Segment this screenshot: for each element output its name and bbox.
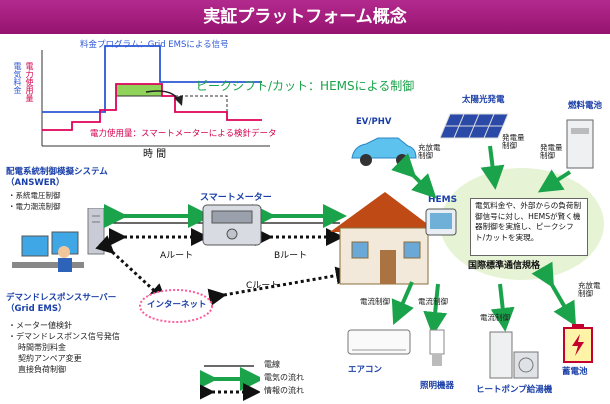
ev-car-icon	[351, 137, 417, 166]
graph-usage-legend: 電力使用量：スマートメーターによる検針データ	[90, 129, 277, 139]
graph-y-label-usage: 電力使用量	[25, 62, 34, 102]
shift-arrowhead	[174, 95, 183, 106]
price-line	[42, 45, 262, 113]
graph-x-label: 時 間	[143, 149, 167, 160]
smart-meter-label: スマートメーター	[200, 193, 272, 203]
grid-ems-title: デマンドレスポンスサーバー	[6, 293, 117, 303]
internet-label: インターネット	[147, 300, 207, 310]
hems-label: HEMS	[428, 195, 458, 205]
house-roof-icon	[330, 192, 438, 232]
internet-cloud-icon	[139, 289, 213, 323]
lighting-label: 照明機器	[420, 381, 455, 391]
price-usage-graph	[41, 45, 270, 147]
battery-label: 蓄電池	[562, 367, 588, 377]
light-bulb-icon	[429, 329, 445, 366]
battery-icon	[563, 324, 593, 363]
battery-control-label: 充放電制御	[578, 281, 601, 299]
route-b-label: Bルート	[274, 251, 308, 261]
graph-y-label-price: 電気料金	[13, 62, 22, 94]
aircon-control-label: 電流制御	[360, 297, 390, 306]
solar-panel-icon	[440, 113, 509, 139]
legend-information-label: 情報の流れ	[264, 386, 304, 395]
ev-label: EV/PHV	[356, 117, 392, 127]
answer-item-flow: ・電力潮流制御	[8, 202, 61, 211]
grid-ems-sub-tou: 時間帯別料金	[18, 343, 66, 352]
heatpump-label: ヒートポンプ給湯機	[476, 385, 553, 395]
standard-label: 国際標準通信規格	[468, 261, 541, 271]
route-c-label: Cルート	[246, 281, 280, 291]
graph-price-legend: 料金プログラム：Grid EMSによる信号	[80, 40, 229, 50]
route-a-label: Aルート	[160, 251, 194, 261]
legend-wire-label: 電線	[264, 360, 280, 369]
legend-electricity-label: 電気の流れ	[264, 373, 304, 382]
grid-ems-item-meter: ・メーター値検針	[8, 321, 72, 330]
grid-ems-subtitle: （Grid EMS）	[6, 304, 67, 314]
solar-control-label: 発電量制御	[502, 133, 525, 151]
heatpump-control-label: 電流制御	[480, 313, 510, 322]
lighting-control-label: 電流制御	[418, 297, 448, 306]
page-title: 実証プラットフォーム概念	[0, 0, 610, 34]
aircon-label: エアコン	[348, 365, 383, 375]
fuel-cell-label: 燃料電池	[568, 101, 603, 111]
hems-description: 電気料金や、外部からの負荷制御信号に対し、HEMSが賢く機器制御を実施し、ピーク…	[470, 198, 588, 256]
solar-label: 太陽光発電	[462, 95, 505, 105]
answer-item-voltage: ・系統電圧制御	[8, 191, 61, 200]
grid-ems-item-dr: ・デマンドレスポンス信号発信	[8, 332, 120, 341]
hems-device-icon	[425, 208, 457, 236]
heat-pump-icon	[489, 331, 539, 379]
legend-swatches	[200, 365, 260, 401]
fuel-control-label: 発電量制御	[540, 143, 563, 161]
aircon-icon	[347, 329, 411, 355]
grid-ems-sub-load: 直接負荷制御	[18, 365, 66, 374]
answer-title: 配電系統制御模擬システム	[6, 167, 108, 177]
grid-ems-sub-ampere: 契約アンペア変更	[18, 354, 82, 363]
peak-shift-label: ピークシフト/カット：HEMSによる制御	[196, 79, 415, 93]
answer-subtitle: （ANSWER）	[6, 178, 65, 188]
fuel-cell-icon	[566, 119, 594, 169]
usage-line	[42, 83, 262, 131]
